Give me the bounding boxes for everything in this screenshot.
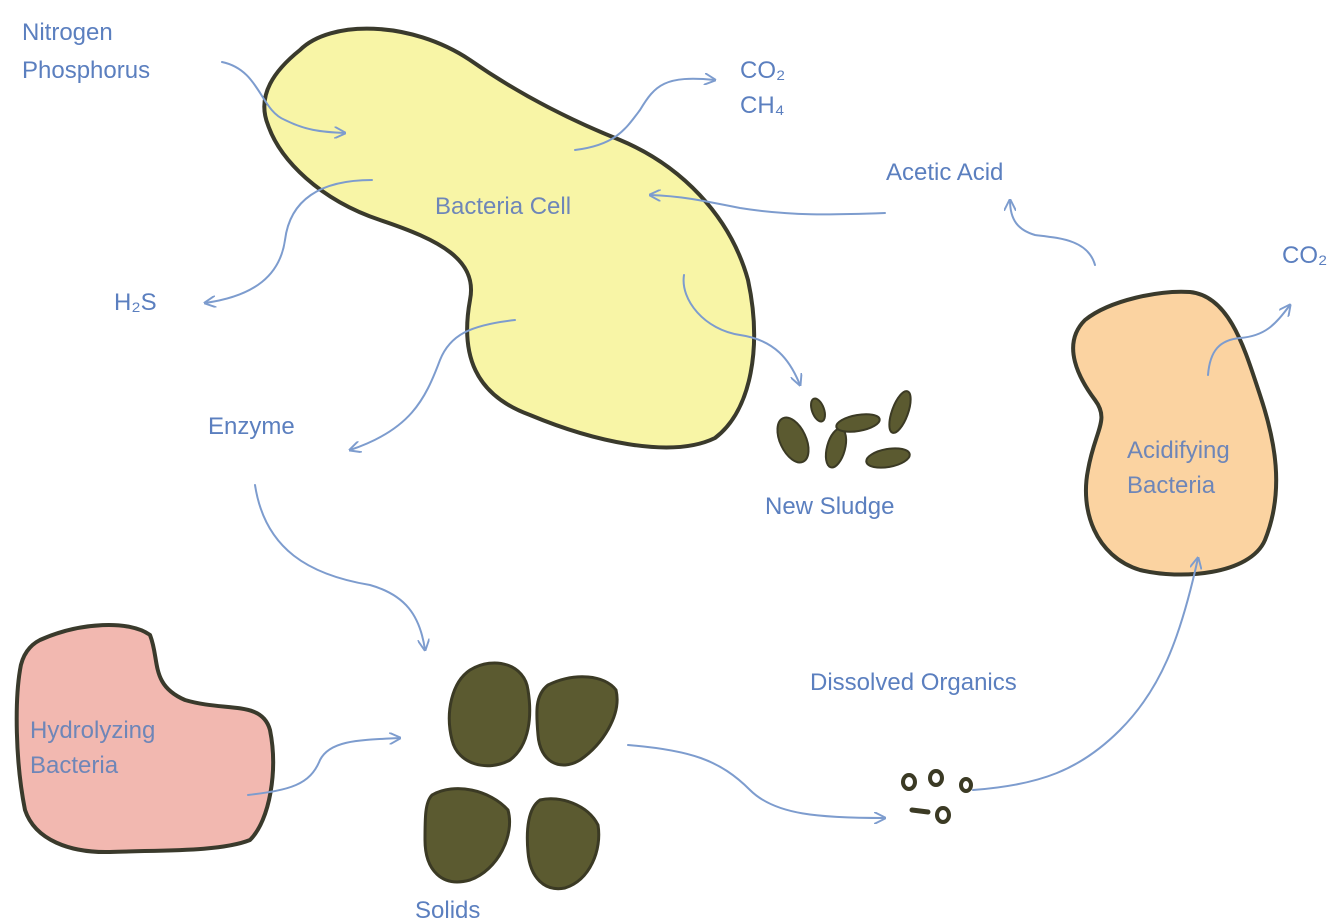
label-dissolved-organics: Dissolved Organics — [810, 669, 1017, 696]
bacteria-cell-shape — [264, 29, 754, 448]
solid-particle-4 — [527, 799, 598, 889]
solid-particle-3 — [425, 789, 510, 882]
organic-particle — [961, 779, 971, 791]
label-h2s: H₂S — [114, 289, 157, 316]
organic-particle — [912, 810, 928, 812]
arrow-enzyme-to-solids — [255, 485, 425, 650]
sludge-particle — [865, 445, 911, 470]
label-acidifying-2: Bacteria — [1127, 472, 1216, 499]
arrow-solids-to-organics — [628, 745, 885, 818]
label-co2-right: CO₂ — [1282, 242, 1327, 269]
arrow-acidifying-to-acetic — [1010, 200, 1095, 265]
solid-particle-1 — [449, 663, 529, 766]
sludge-particle — [822, 426, 850, 469]
label-co2-top: CO₂ — [740, 57, 785, 84]
solid-particle-2 — [537, 677, 617, 765]
sludge-particle — [808, 397, 827, 424]
sludge-particle — [771, 413, 815, 467]
acidifying-bacteria-shape — [1073, 292, 1276, 575]
label-ch4: CH₄ — [740, 92, 784, 119]
label-enzyme: Enzyme — [208, 413, 295, 440]
label-solids: Solids — [415, 897, 480, 924]
organic-particle — [903, 775, 915, 789]
label-hydrolyzing-2: Bacteria — [30, 752, 119, 779]
sludge-particle — [835, 411, 881, 434]
label-acidifying-1: Acidifying — [1127, 437, 1230, 464]
label-phosphorus: Phosphorus — [22, 57, 150, 84]
label-bacteria-cell: Bacteria Cell — [435, 193, 571, 220]
organic-particle — [937, 808, 949, 822]
label-acetic-acid: Acetic Acid — [886, 159, 1003, 186]
organic-particle — [930, 771, 942, 785]
label-nitrogen: Nitrogen — [22, 19, 113, 46]
label-new-sludge: New Sludge — [765, 493, 894, 520]
label-hydrolyzing-1: Hydrolyzing — [30, 717, 155, 744]
sludge-particle — [885, 389, 915, 436]
